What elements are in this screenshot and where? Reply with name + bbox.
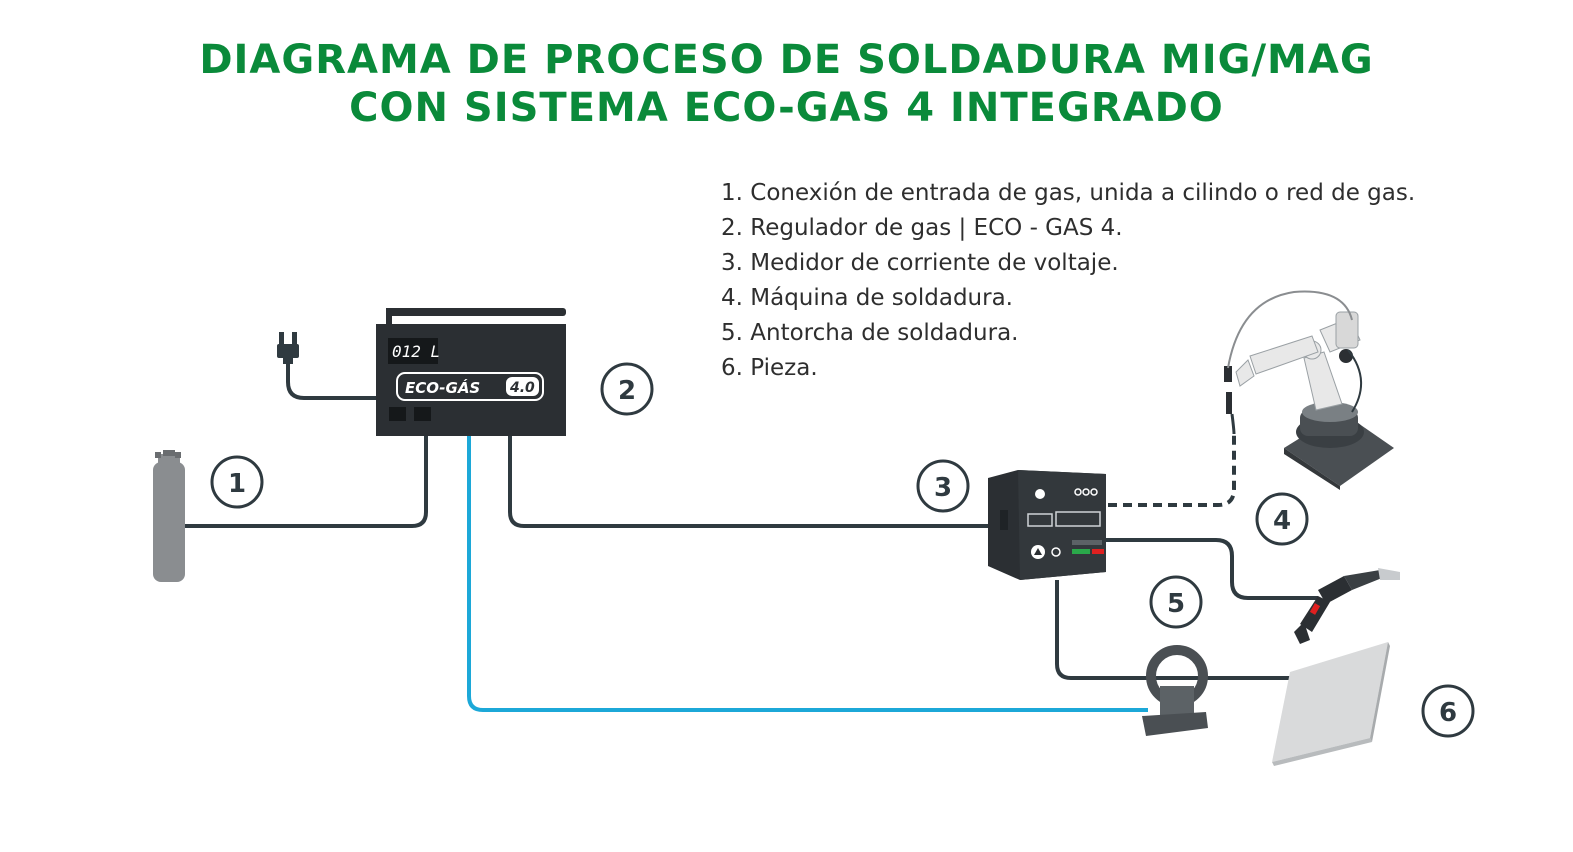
badge-2-number: 2 bbox=[618, 376, 636, 406]
power-plug-icon bbox=[277, 332, 299, 364]
meter-to-workpiece-cable bbox=[1055, 580, 1292, 680]
legend-item-3: 3. Medidor de corriente de voltaje. bbox=[721, 250, 1119, 276]
badge-4: 4 bbox=[1255, 492, 1309, 546]
workpiece-icon bbox=[1272, 642, 1390, 766]
welding-torch-icon bbox=[1294, 568, 1400, 644]
badge-1-number: 1 bbox=[228, 469, 246, 499]
legend-item-1: 1. Conexión de entrada de gas, unida a c… bbox=[721, 180, 1416, 206]
badge-6-number: 6 bbox=[1439, 698, 1457, 728]
legend-item-2: 2. Regulador de gas | ECO - GAS 4. bbox=[721, 215, 1123, 241]
badge-1: 1 bbox=[210, 455, 264, 509]
current-meter-icon bbox=[988, 470, 1106, 580]
regulator-to-meter-cable bbox=[508, 436, 992, 528]
power-cable bbox=[286, 362, 378, 400]
badge-6: 6 bbox=[1421, 684, 1475, 738]
clamp-icon bbox=[1142, 645, 1208, 736]
regulator-brand-text: ECO-GÁS bbox=[405, 378, 480, 397]
legend-item-6: 6. Pieza. bbox=[721, 355, 818, 381]
badge-4-number: 4 bbox=[1273, 506, 1291, 536]
badge-5: 5 bbox=[1149, 575, 1203, 629]
title-line-2: CON SISTEMA ECO-GAS 4 INTEGRADO bbox=[349, 85, 1224, 131]
legend-item-4: 4. Máquina de soldadura. bbox=[721, 285, 1013, 311]
badge-5-number: 5 bbox=[1167, 589, 1185, 619]
page-title: DIAGRAMA DE PROCESO DE SOLDADURA MIG/MAG… bbox=[0, 36, 1573, 132]
regulator-version-text: 4.0 bbox=[509, 380, 535, 396]
badge-2: 2 bbox=[600, 362, 654, 416]
legend-item-5: 5. Antorcha de soldadura. bbox=[721, 320, 1019, 346]
blue-signal-line bbox=[467, 436, 1148, 712]
regulator-display-text: 012 L bbox=[392, 342, 440, 361]
badge-3: 3 bbox=[916, 459, 970, 513]
badge-3-number: 3 bbox=[934, 473, 952, 503]
welding-robot-icon bbox=[1224, 290, 1394, 490]
eco-gas-regulator-icon: 012 L ECO-GÁS 4.0 bbox=[376, 308, 566, 436]
meter-to-robot-dashed-cable bbox=[1108, 434, 1236, 507]
gas-input-cable bbox=[184, 436, 428, 528]
legend-list: 1. Conexión de entrada de gas, unida a c… bbox=[721, 176, 1415, 386]
meter-to-torch-cable bbox=[1106, 538, 1318, 600]
gas-cylinder-icon bbox=[153, 450, 185, 582]
title-line-1: DIAGRAMA DE PROCESO DE SOLDADURA MIG/MAG bbox=[199, 37, 1374, 83]
